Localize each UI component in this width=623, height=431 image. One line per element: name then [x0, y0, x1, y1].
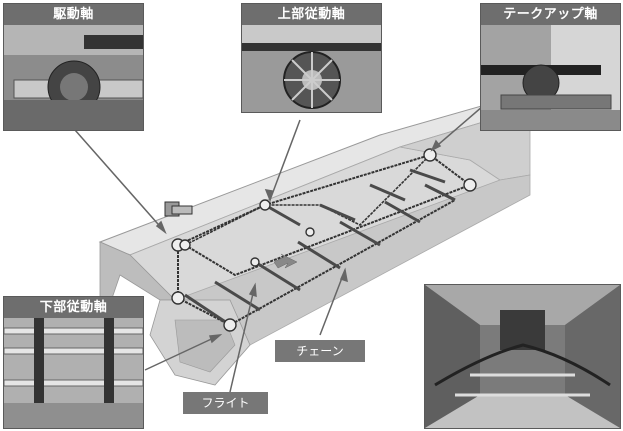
- sludge-hopper-inner: [174, 319, 236, 373]
- drive-shaft-title: 駆動軸: [4, 4, 143, 25]
- upper-driven-shaft-image: [242, 25, 381, 112]
- drive-shaft-photo: 駆動軸: [3, 3, 144, 131]
- chain-label: チェーン: [275, 340, 365, 362]
- drive-motor: [164, 201, 193, 217]
- basin-interior-photo: [424, 284, 621, 429]
- flights: [184, 168, 456, 327]
- takeup-shaft-image: [481, 25, 620, 130]
- lower-driven-shaft-image: [4, 318, 143, 428]
- upper-driven-shaft-photo: 上部従動軸: [241, 3, 382, 113]
- flow-direction-arrow: [273, 253, 298, 269]
- takeup-shaft-title: テークアップ軸: [481, 4, 620, 25]
- flight-label: フライト: [183, 392, 268, 414]
- lower-driven-shaft-title: 下部従動軸: [4, 297, 143, 318]
- lower-driven-shaft-photo: 下部従動軸: [3, 296, 144, 429]
- leader-lines: [74, 99, 491, 393]
- upper-driven-shaft-title: 上部従動軸: [242, 4, 381, 25]
- drive-shaft-image: [4, 25, 143, 130]
- takeup-shaft-photo: テークアップ軸: [480, 3, 621, 131]
- basin-interior-image: [425, 285, 620, 428]
- sprockets: [171, 148, 477, 332]
- chain-far-lower: [184, 184, 471, 277]
